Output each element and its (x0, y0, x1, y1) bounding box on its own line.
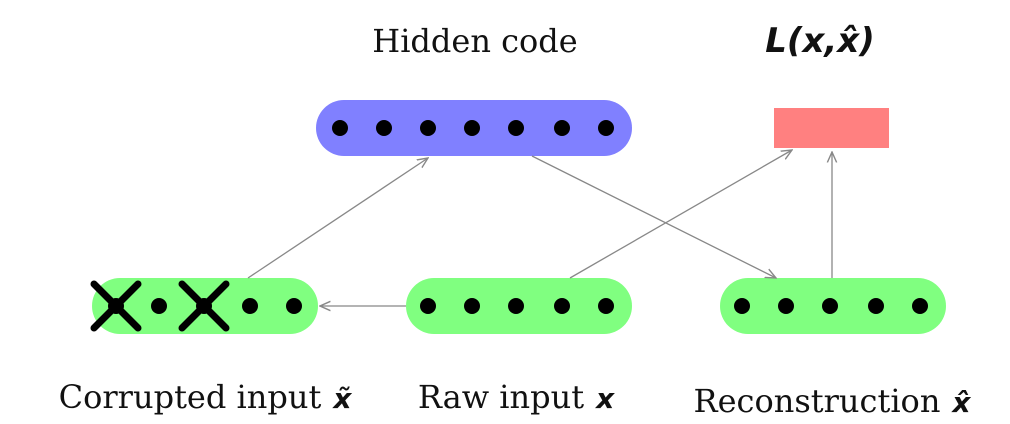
corrupted-input-unit (151, 298, 167, 314)
reconstruction-unit (734, 298, 750, 314)
reconstruction-label: Reconstruction x̂ (694, 382, 972, 420)
corrupted-input-label: Corrupted input x̃ (59, 378, 353, 416)
arrow-raw-to-loss (569, 150, 792, 279)
corruption-cross-icon (90, 280, 142, 332)
raw-input-symbol: x (594, 382, 615, 415)
hidden-unit (376, 120, 392, 136)
hidden-code-label: Hidden code (372, 22, 577, 60)
corrupted-input-symbol: x̃ (331, 382, 352, 415)
raw-input-unit (598, 298, 614, 314)
hidden-layer-units (332, 120, 614, 136)
loss-box (774, 108, 889, 148)
reconstruction-unit (912, 298, 928, 314)
raw-input-unit (554, 298, 570, 314)
arrow-hidden-to-reconstruction (531, 155, 776, 278)
raw-input-units (420, 298, 614, 314)
reconstruction-text: Reconstruction (694, 382, 941, 420)
loss-label: L(x,x̂) (765, 21, 875, 61)
arrow-corrupted-to-hidden (247, 158, 428, 279)
corruption-cross-icon (178, 280, 230, 332)
reconstruction-symbol: x̂ (950, 386, 971, 419)
corrupted-input-text: Corrupted input (59, 378, 322, 416)
reconstruction-units (734, 298, 928, 314)
reconstruction-unit (778, 298, 794, 314)
corrupted-input-unit (286, 298, 302, 314)
hidden-unit (554, 120, 570, 136)
reconstruction-unit (868, 298, 884, 314)
corrupted-input-unit (242, 298, 258, 314)
raw-input-label: Raw input x (418, 378, 615, 416)
raw-input-unit (420, 298, 436, 314)
hidden-unit (598, 120, 614, 136)
raw-input-text: Raw input (418, 378, 584, 416)
hidden-unit (508, 120, 524, 136)
raw-input-unit (508, 298, 524, 314)
hidden-unit (464, 120, 480, 136)
hidden-unit (332, 120, 348, 136)
hidden-unit (420, 120, 436, 136)
raw-input-unit (464, 298, 480, 314)
reconstruction-unit (822, 298, 838, 314)
